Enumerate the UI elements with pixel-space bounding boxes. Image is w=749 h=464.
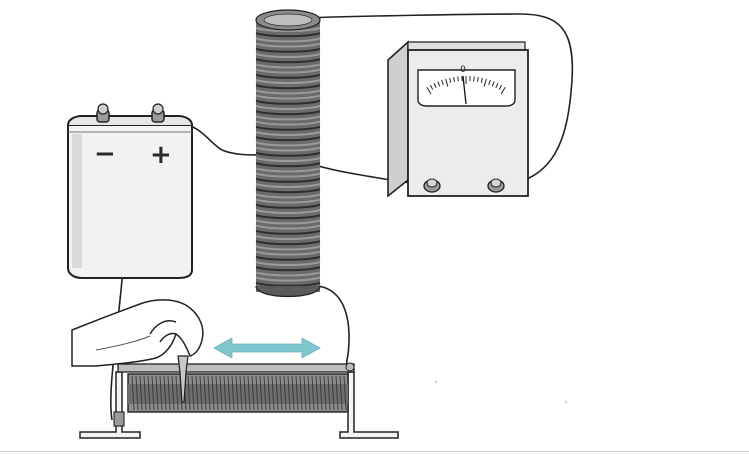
battery: − + bbox=[68, 104, 192, 278]
wire-coil-bottom-to-rheostat bbox=[318, 286, 349, 368]
meter-terminal-left bbox=[424, 179, 440, 192]
battery-plus-label: + bbox=[150, 140, 172, 170]
battery-minus-label: − bbox=[94, 139, 116, 169]
battery-terminal-plus bbox=[152, 104, 164, 122]
bottom-divider bbox=[0, 451, 749, 452]
rheostat bbox=[80, 356, 398, 438]
speck bbox=[435, 381, 437, 383]
galvanometer: 0 bbox=[388, 42, 528, 196]
speck bbox=[565, 401, 567, 403]
motion-arrow bbox=[214, 338, 320, 358]
meter-tick bbox=[474, 76, 475, 81]
battery-terminal-minus bbox=[97, 104, 109, 122]
coil bbox=[256, 10, 320, 297]
meter-zero-label: 0 bbox=[460, 65, 466, 75]
meter-tick bbox=[458, 76, 459, 81]
meter-terminal-right bbox=[488, 179, 504, 192]
